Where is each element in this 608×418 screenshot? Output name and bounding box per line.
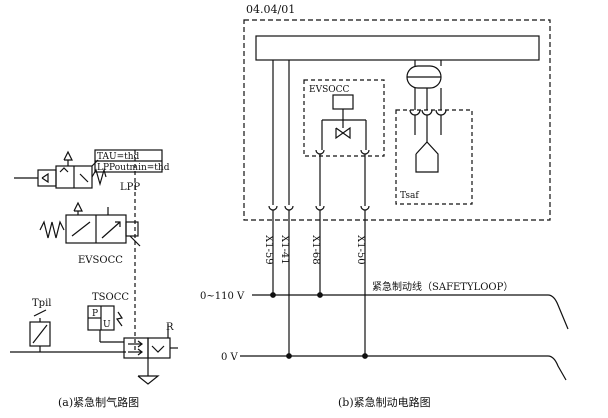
tpil-sensor xyxy=(29,309,51,352)
terminal-x1-59 xyxy=(268,205,278,211)
caption-right: (b)紧急制动电路图 xyxy=(338,395,431,409)
tsaf-module xyxy=(395,109,473,205)
junction-dot xyxy=(270,292,276,298)
r-valve xyxy=(123,324,178,385)
rail-top-label: 0~110 V xyxy=(200,291,245,302)
terminal-label-2: X1-41 xyxy=(279,235,290,265)
electrical-diagram: 04.04/01 EVSOCC Tsaf xyxy=(200,3,569,381)
junction-dot xyxy=(317,292,323,298)
connector-evsocc-1 xyxy=(315,149,325,155)
terminal-label-3: X1-68 xyxy=(310,235,321,265)
junction-dot xyxy=(286,353,292,359)
connector-evsocc-2 xyxy=(360,149,370,155)
junction-dot xyxy=(362,353,368,359)
rail-bottom-end xyxy=(547,355,567,381)
evsocc-module xyxy=(303,79,385,157)
terminal-label-4: X1-50 xyxy=(355,235,366,265)
terminal-label-1: X1-59 xyxy=(263,235,274,265)
tsocc-label: TSOCC xyxy=(92,292,129,303)
tsaf-relay xyxy=(406,60,447,173)
evsocc-coil xyxy=(321,94,367,150)
lpp-valve xyxy=(37,150,107,189)
terminal-x1-41 xyxy=(284,205,294,211)
loop-label: 紧急制动线（SAFETYLOOP） xyxy=(372,280,513,293)
u-label: U xyxy=(103,320,111,330)
lpp-label: LPP xyxy=(120,182,140,193)
tsaf-label: Tsaf xyxy=(400,191,419,201)
lpp-out-label: LPPoutmin=thd xyxy=(97,163,170,173)
rail-bottom-label: 0 V xyxy=(221,352,239,363)
tpil-label: Tpil xyxy=(32,298,51,309)
p-label: P xyxy=(92,309,98,319)
terminal-x1-50 xyxy=(360,205,370,211)
r-label: R xyxy=(166,322,174,333)
module-box xyxy=(243,19,551,221)
diagram-ref: 04.04/01 xyxy=(246,3,295,16)
tsocc-switch: P U xyxy=(87,305,123,342)
bus-bar xyxy=(255,35,540,61)
rail-top-end xyxy=(547,294,569,330)
pneumatic-diagram: TAU=thd LPPoutmin=thd LPP EVSOCC Tpil xyxy=(10,149,178,385)
tau-label: TAU=thd xyxy=(97,152,140,162)
right-evsocc-label: EVSOCC xyxy=(309,85,349,95)
terminal-x1-68 xyxy=(315,205,325,211)
caption-left: (a)紧急制气路图 xyxy=(58,395,139,409)
left-evsocc-label: EVSOCC xyxy=(78,255,123,266)
evsocc-valve xyxy=(39,201,141,247)
